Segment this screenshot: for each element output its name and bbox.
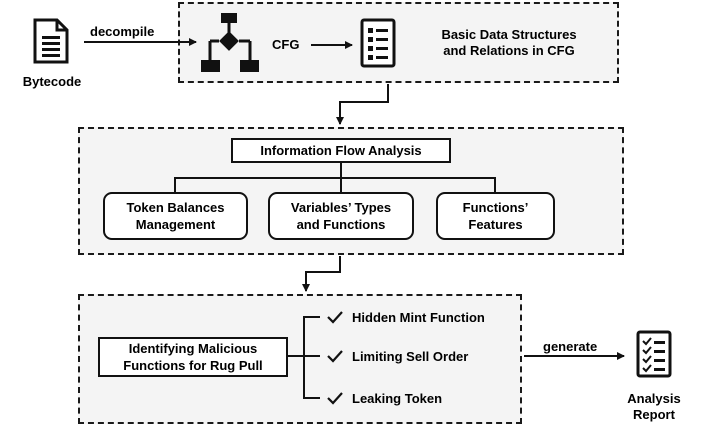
check-item-hidden-mint-function: Hidden Mint Function (352, 310, 485, 325)
stage2-to-stage3-arrow (302, 256, 341, 292)
checks-bracket (303, 316, 320, 399)
check-item-leaking-token: Leaking Token (352, 391, 443, 406)
report-checklist-icon (636, 330, 672, 378)
bytecode-label: Bytecode (22, 74, 82, 89)
document-icon (33, 18, 69, 64)
generate-label: generate (543, 339, 598, 354)
information-flow-analysis-box: Information Flow Analysis (231, 138, 451, 163)
analysis-report-label: Analysis Report (627, 391, 681, 422)
check-mark (327, 392, 343, 405)
cfg-label: CFG (272, 37, 300, 52)
stage1-to-stage2-arrow (336, 84, 389, 125)
check-mark (327, 311, 343, 324)
list-icon (360, 18, 396, 68)
basic-data-structures-label: Basic Data Structures and Relations in C… (441, 27, 577, 58)
check-item-limiting-sell-order: Limiting Sell Order (352, 349, 469, 364)
check-mark (327, 350, 343, 363)
flowchart-icon (200, 12, 260, 74)
decompile-label: decompile (90, 24, 155, 39)
functions-features-box: Functions’Features (436, 192, 555, 240)
